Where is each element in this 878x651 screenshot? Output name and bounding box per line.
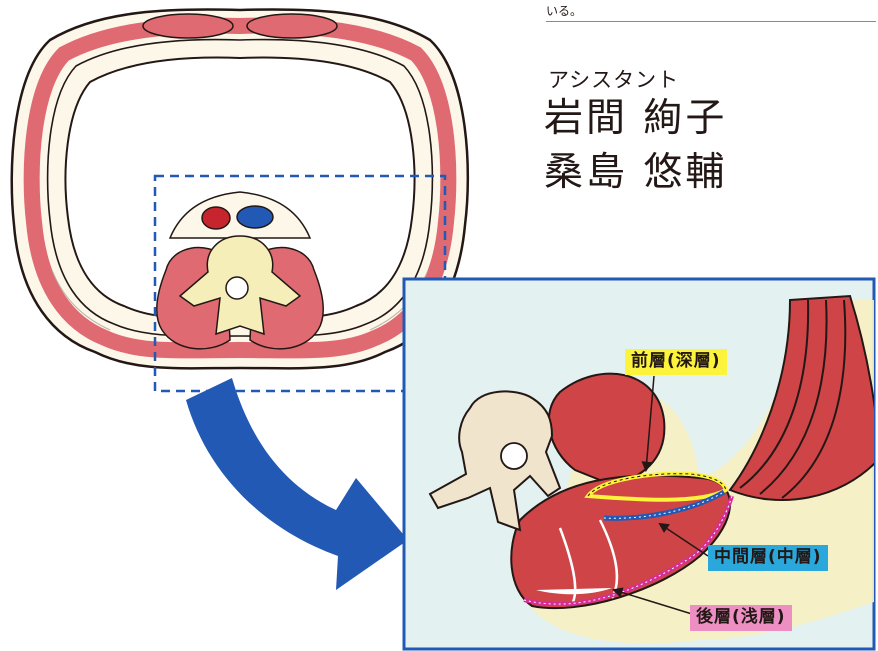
torso-cross-section bbox=[12, 9, 468, 368]
middle-layer-label: 中間層(中層) bbox=[708, 545, 828, 571]
vena-cava-icon bbox=[237, 206, 273, 228]
front-layer-label: 前層(深層) bbox=[625, 349, 727, 375]
aorta-icon bbox=[202, 207, 230, 229]
spinal-canal bbox=[226, 277, 248, 299]
zoom-arrow-icon bbox=[186, 378, 408, 590]
pectoral-muscle-right bbox=[247, 14, 337, 38]
pectoral-muscle-left bbox=[143, 14, 233, 38]
inset-spinal-canal bbox=[501, 443, 527, 469]
inset-detail bbox=[404, 279, 878, 649]
back-layer-label: 後層(浅層) bbox=[690, 605, 792, 631]
